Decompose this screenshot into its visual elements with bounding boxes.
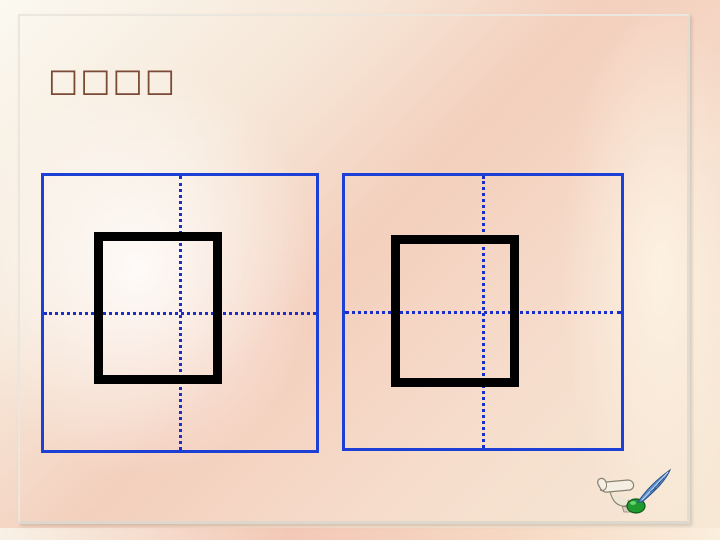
background-glow: [0, 60, 320, 480]
character-glyph: □: [94, 232, 222, 384]
character-label: □: [400, 244, 401, 245]
writing-grid-left: □: [41, 173, 319, 453]
scroll-quill-inkwell-icon[interactable]: [592, 466, 676, 520]
character-glyph: □: [391, 235, 519, 387]
slide-frame: [18, 14, 690, 524]
grid-horizontal-guide: [44, 312, 316, 315]
bottom-strip: [0, 528, 720, 540]
slide-title: □□□□: [48, 61, 177, 99]
grid-horizontal-guide: [345, 311, 621, 314]
writing-grid-right: □: [342, 173, 624, 451]
character-label: □: [103, 241, 104, 242]
